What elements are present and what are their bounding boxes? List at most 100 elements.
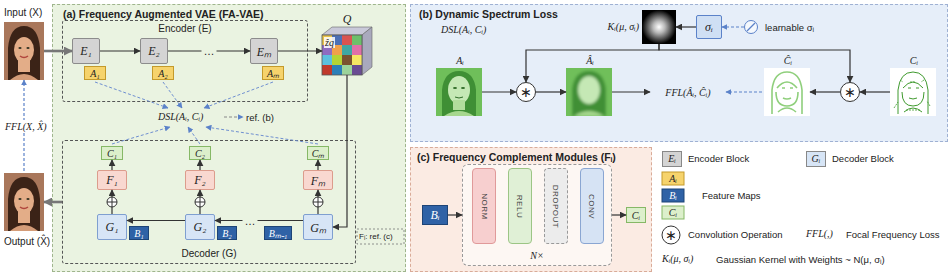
legend-sample xyxy=(662,206,684,219)
node-text: Aₘ xyxy=(267,66,279,80)
code-cell xyxy=(322,45,332,55)
vae-panel: (a) Frequency Augmented VAE (FA-VAE)Enco… xyxy=(52,4,406,272)
feature-picture-c xyxy=(890,68,936,116)
code-cell xyxy=(322,65,332,75)
code-cell xyxy=(332,45,342,55)
encoder-block: E₁ xyxy=(72,38,100,64)
layer-stack: N×NORMRELUDROPOUTCONV xyxy=(462,164,612,266)
connector xyxy=(536,91,566,92)
node-text: Cᵢ xyxy=(632,210,640,221)
node-text: DSL(Aᵢ, Cᵢ) xyxy=(441,24,486,35)
feature-map: Cᵢ xyxy=(626,207,646,223)
node-text: E₁ xyxy=(80,44,92,59)
node-text: (b) Dynamic Spectrum Loss xyxy=(419,8,558,20)
code-cell xyxy=(322,35,332,45)
sum-symbol xyxy=(195,197,205,207)
loss-link xyxy=(612,91,650,92)
complement-module: F₂ xyxy=(185,170,215,190)
connector xyxy=(127,220,185,221)
face xyxy=(448,76,470,104)
parameter-icon xyxy=(747,23,755,31)
dashed-link xyxy=(204,82,273,108)
connector xyxy=(448,214,462,215)
code-cell xyxy=(342,55,352,65)
codebook-cube xyxy=(322,27,372,75)
legend-sample-text: Bᵢ xyxy=(662,189,684,202)
legend-text: Encoder Block xyxy=(688,153,749,164)
dashed-link xyxy=(206,127,318,144)
legend-text: Gaussian Kernel with Weights ~ N(μ, σᵢ) xyxy=(716,254,885,265)
feature-map: Cₘ xyxy=(307,146,329,160)
sum-symbols xyxy=(107,197,323,207)
node-text: Cᵢ xyxy=(891,55,937,66)
sum-symbol xyxy=(107,197,117,207)
connector xyxy=(317,190,318,214)
mouth xyxy=(455,97,463,98)
legend-sample-text: Gᵢ xyxy=(806,151,826,167)
node-text: ∗ xyxy=(844,85,856,99)
neck xyxy=(18,60,30,72)
node-text: F₁ xyxy=(106,173,118,188)
connector xyxy=(612,214,626,215)
legend-sample-text: Kᵢ(μ, σᵢ) xyxy=(662,253,693,264)
code-cell xyxy=(332,35,342,45)
node-text: Output (X̂) xyxy=(4,236,50,247)
connector xyxy=(23,80,24,171)
gaussian-kernel: Kᵢ(μ, σᵢ) xyxy=(642,10,676,44)
picture-ground xyxy=(764,68,810,116)
code-cell xyxy=(352,45,362,55)
connector xyxy=(676,26,696,27)
shoulders xyxy=(574,111,604,116)
complement-module: Fₘ xyxy=(303,170,333,190)
connector-label: FFL(X, X̂) xyxy=(4,120,48,133)
connector xyxy=(168,50,250,51)
dropout-layer: DROPOUT xyxy=(544,168,568,244)
feature-image: Cᵢ xyxy=(890,68,936,116)
connector xyxy=(111,160,112,170)
decoder-block: Gₘ xyxy=(303,214,333,240)
legend-text: Feature Maps xyxy=(702,190,761,201)
shoulders xyxy=(444,111,474,116)
node-text: Âᵢ xyxy=(567,55,613,66)
feature-map: Aₘ xyxy=(262,66,284,80)
ffl-links xyxy=(612,92,762,93)
dashed-link xyxy=(163,82,182,108)
node-text: CONV xyxy=(588,193,597,218)
hair xyxy=(8,26,40,80)
connector xyxy=(333,75,347,227)
node-text: RELU xyxy=(516,194,525,217)
photo-ground xyxy=(4,22,44,80)
node-text: C₁ xyxy=(107,148,117,159)
node-text: Q xyxy=(322,12,372,27)
legend-sample-text: FFL(,) xyxy=(806,228,833,239)
mouth xyxy=(20,56,28,58)
node-text: G₁ xyxy=(106,220,119,235)
legend-text: Decoder Block xyxy=(832,153,894,164)
learnable-parameter: learnable σᵢ xyxy=(744,20,758,34)
node-text: σᵢ xyxy=(705,20,713,35)
sum-symbol xyxy=(195,197,205,207)
connector xyxy=(215,220,303,221)
hair xyxy=(442,71,476,116)
node-text: B₂ xyxy=(222,228,232,239)
dsl-links xyxy=(95,82,318,144)
decoder-block: G₂ xyxy=(185,214,215,240)
ellipsis: … xyxy=(202,45,217,57)
feature-image: Âᵢ xyxy=(566,68,612,116)
code-cell xyxy=(352,55,362,65)
connector xyxy=(100,50,140,51)
feature-picture-a-smoothed xyxy=(566,68,612,116)
legend-sample-text: Cᵢ xyxy=(662,206,684,219)
conv-layer: CONV xyxy=(580,168,604,244)
feature-image: Ĉᵢ xyxy=(764,68,810,116)
edge-strokes xyxy=(898,72,928,114)
encoder-block: Eₘ xyxy=(250,38,278,64)
code-cell xyxy=(352,65,362,75)
shoulders xyxy=(10,74,38,80)
code-cell xyxy=(342,45,352,55)
connector xyxy=(278,50,322,51)
connectors xyxy=(24,27,890,227)
cube-front xyxy=(322,35,362,75)
code-cell xyxy=(342,65,352,75)
code-cell xyxy=(322,55,332,65)
